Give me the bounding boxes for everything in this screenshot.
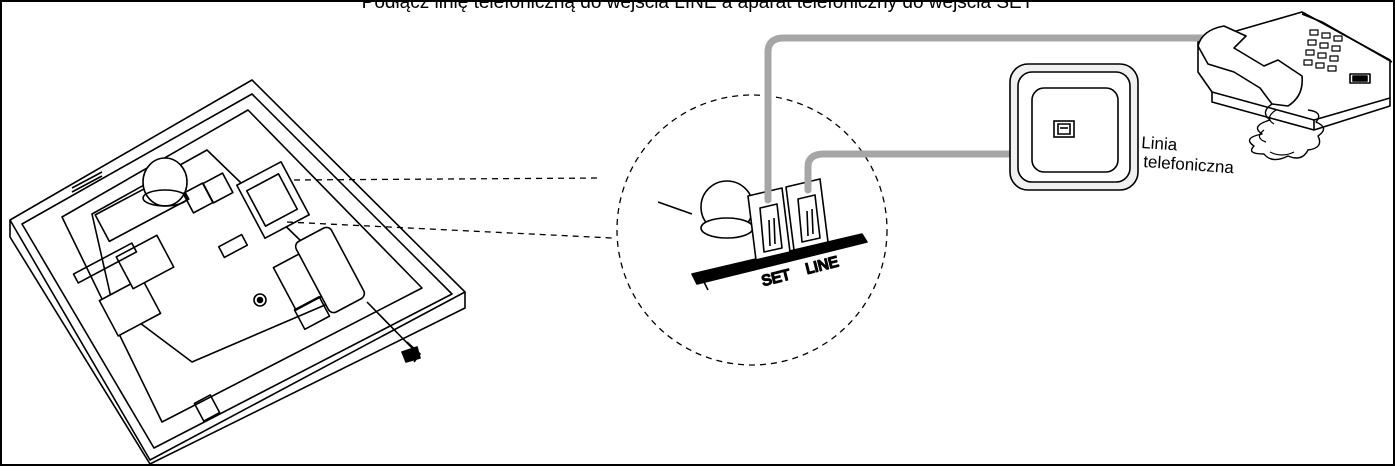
control-panel-icon [9, 79, 466, 464]
magnified-connector-icon: SET LINE [657, 178, 868, 291]
wall-socket-icon [1009, 63, 1139, 191]
cable-to-wall-socket [804, 126, 1063, 194]
port-label-set: SET [760, 266, 792, 290]
diagram-caption: Podłącz linię telefoniczną do wejścia LI… [361, 0, 1034, 13]
port-label-line: LINE [804, 253, 840, 278]
phone-cables [764, 34, 1206, 204]
callout-lines [286, 94, 888, 366]
cable-to-telephone [764, 34, 1206, 204]
telephone-icon [1197, 11, 1393, 161]
